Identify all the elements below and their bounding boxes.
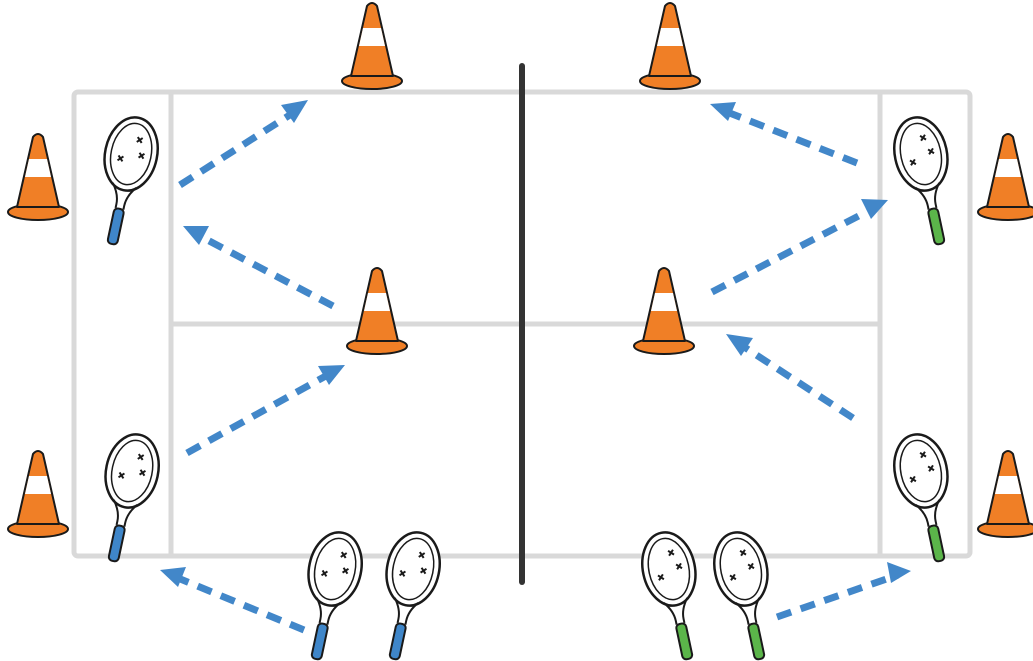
tennis-racket-icon: [634, 526, 708, 661]
traffic-cone-icon: [7, 450, 69, 538]
dashed-arrow: [185, 368, 335, 457]
court: [71, 63, 973, 585]
dashed-arrow: [194, 230, 335, 310]
tennis-racket-icon: [374, 526, 448, 661]
arrowhead: [861, 199, 888, 219]
dashed-arrow: [171, 572, 306, 634]
traffic-cone-icon: [977, 450, 1033, 538]
dashed-arrow: [775, 571, 900, 621]
tennis-racket-icon: [93, 428, 167, 563]
traffic-cone-icon: [977, 133, 1033, 221]
arrowhead: [160, 567, 186, 587]
dashed-arrow: [710, 204, 876, 296]
traffic-cone-icon: [7, 133, 69, 221]
traffic-cone-icon: [346, 267, 408, 355]
arrowhead: [710, 102, 736, 121]
arrowhead: [183, 226, 209, 245]
arrowhead: [887, 562, 911, 583]
movement-arrows: [171, 106, 900, 634]
arrowhead: [318, 365, 345, 385]
arrowhead: [281, 100, 308, 123]
dashed-arrow: [720, 106, 859, 167]
traffic-cone-icon: [341, 2, 403, 90]
dashed-arrow: [736, 340, 855, 421]
arrowheads: [160, 100, 911, 587]
tennis-racket-icon: [92, 111, 166, 246]
arrowhead: [726, 334, 753, 356]
traffic-cone-icon: [639, 2, 701, 90]
tennis-racket-icon: [886, 111, 960, 246]
dashed-arrow: [178, 108, 298, 188]
rackets-right-team: [634, 111, 960, 661]
tennis-racket-icon: [296, 526, 370, 661]
rackets-left-team: [92, 111, 448, 661]
tennis-racket-icon: [886, 428, 960, 563]
traffic-cone-icon: [633, 267, 695, 355]
tennis-racket-icon: [706, 526, 780, 661]
